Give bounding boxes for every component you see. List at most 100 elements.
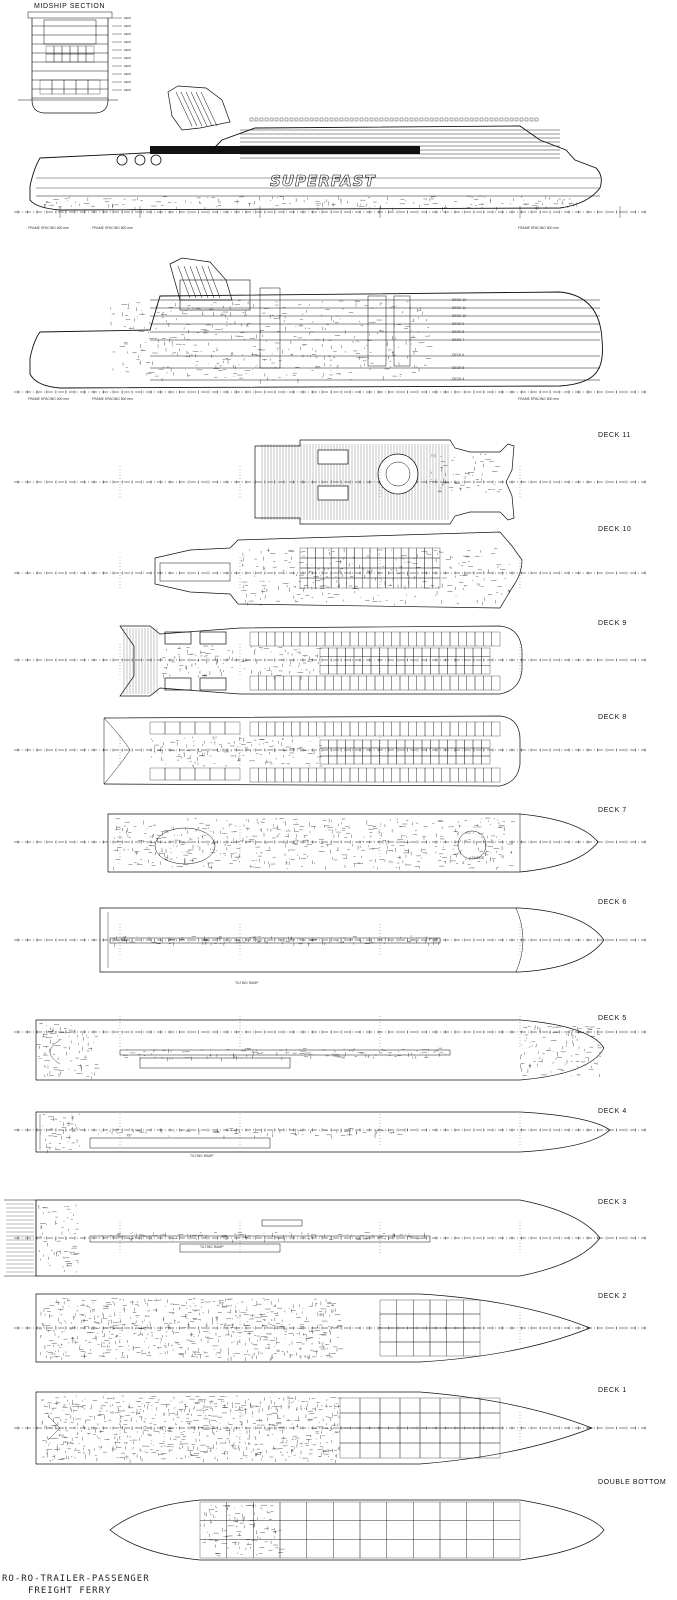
section-funnel-stripe [189, 265, 203, 299]
cabin-cell [308, 767, 317, 783]
cabin-cell [399, 631, 409, 647]
cabin-cell [346, 557, 355, 569]
window [444, 117, 449, 122]
cabin-cell [446, 1299, 464, 1315]
cabin-cell [324, 767, 334, 783]
cabin-cell [308, 675, 317, 691]
cabin-cell [447, 755, 457, 765]
cabin-cell [430, 755, 440, 765]
cabin-cell [396, 647, 406, 657]
deck-8-aft-cabins [149, 767, 241, 781]
cabin-cell [362, 665, 372, 675]
deck-5-outline [35, 1019, 605, 1081]
cabin-cell [370, 747, 380, 757]
cabin-cell [429, 1327, 447, 1343]
cabin-cell [349, 721, 359, 737]
cabin-cell [383, 675, 392, 691]
cabin-cell [491, 721, 501, 737]
cabin-cell [323, 547, 332, 559]
window [414, 117, 419, 122]
cabin-cell [404, 755, 414, 765]
cabin-cell [391, 767, 401, 783]
cabin-cell [209, 767, 226, 781]
cabin-cell [447, 739, 457, 749]
midship-hull-outline [31, 18, 109, 114]
funnel-stripe [200, 91, 218, 127]
cabin-cell [416, 675, 426, 691]
midship-deck-tag: DECK [124, 88, 131, 92]
cabin-cell [481, 665, 491, 675]
cabin-cell [438, 747, 448, 757]
cabin-cell [328, 647, 338, 657]
cabin-cell [194, 721, 211, 735]
cabin-cell [258, 721, 267, 737]
cabin-cell [345, 656, 355, 666]
deck-11-house [317, 449, 349, 465]
cabin-cell [413, 647, 423, 657]
window [409, 117, 414, 122]
cabin-cell [463, 1313, 481, 1329]
cabin-cell [249, 675, 259, 691]
cabin-cell [333, 721, 342, 737]
cabin-cell [481, 656, 491, 666]
window [434, 117, 439, 122]
cabin-cell [291, 721, 301, 737]
section-hull-outline [29, 291, 603, 389]
deck-4-outline [35, 1111, 611, 1153]
cabin-cell [464, 739, 474, 749]
cabin-cell [458, 631, 467, 647]
hull-lettering: SUPERFAST [270, 172, 376, 190]
window [379, 117, 384, 122]
window [479, 117, 484, 122]
cabin-cell [149, 767, 166, 781]
cabin-cell [266, 675, 276, 691]
window [389, 117, 394, 122]
cabin-cell [370, 647, 380, 657]
cabin-cell [266, 721, 276, 737]
cabin-cell [430, 656, 440, 666]
cabin-cell [316, 631, 326, 647]
cabin-cell [53, 53, 63, 63]
deck-8-cabin-row [249, 721, 501, 737]
stair-tower [367, 295, 387, 367]
deck-10-aft-deck [159, 562, 231, 582]
cabin-cell [413, 1341, 431, 1357]
cabin-cell [338, 577, 347, 589]
cabin-cell [491, 631, 501, 647]
cabin-cell [370, 656, 380, 666]
cabin-cell [383, 721, 392, 737]
midship-superstructure [43, 19, 97, 45]
cabin-cell [483, 767, 492, 783]
funnel-stripe [185, 91, 203, 127]
cabin-cell [438, 755, 448, 765]
cabin-cell [404, 739, 414, 749]
cabin-cell [387, 755, 397, 765]
cabin-cell [421, 755, 431, 765]
midship-top-frame [27, 11, 113, 19]
window [384, 117, 389, 122]
cabin-cell [274, 675, 284, 691]
cabin-cell [346, 577, 355, 589]
cabin-cell [408, 577, 417, 589]
midship-deck-tag: DECK [124, 32, 131, 36]
cabin-cell [366, 767, 376, 783]
cabin-cell [349, 631, 359, 647]
window [469, 117, 474, 122]
cabin-cell [466, 767, 476, 783]
cabin-cell [291, 631, 301, 647]
cabin-cell [404, 656, 414, 666]
cabin-cell [353, 747, 363, 757]
cabin-cell [379, 1313, 397, 1329]
cabin-cell [396, 747, 406, 757]
cabin-cell [330, 557, 340, 569]
cabin-cell [446, 1313, 464, 1329]
cabin-cell [224, 767, 241, 781]
cabin-cell [424, 767, 434, 783]
cabin-cell [413, 1327, 431, 1343]
tilting-ramp-5 [139, 1057, 291, 1069]
cabin-cell [308, 721, 317, 737]
deck-3-outline [35, 1199, 601, 1277]
cabin-cell [464, 755, 474, 765]
cabin-cell [354, 557, 363, 569]
cabin-cell [299, 675, 309, 691]
